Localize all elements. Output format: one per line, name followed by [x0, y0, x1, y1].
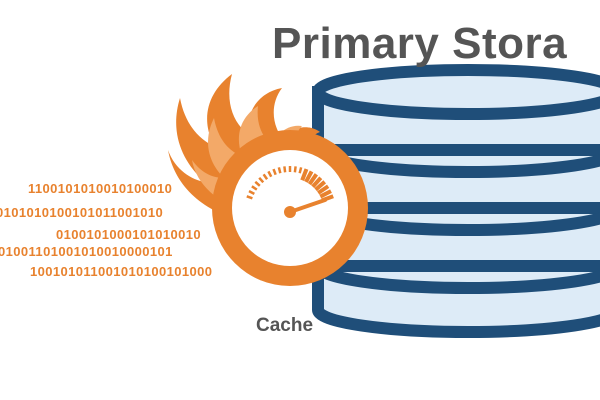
- gauge-tick: [314, 180, 327, 192]
- binary-line: 1100101010010100010: [28, 181, 173, 196]
- cache-label: Cache: [256, 315, 314, 336]
- gauge-tick: [317, 184, 330, 195]
- gauge-ticks: [246, 166, 334, 203]
- speedometer-gauge-icon: [212, 130, 368, 286]
- gauge-tick: [248, 190, 255, 195]
- gauge-tick: [254, 180, 261, 187]
- gauge-tick: [311, 176, 323, 189]
- gauge-tick: [298, 167, 303, 174]
- gauge-tick: [251, 185, 258, 191]
- gauge-tick: [258, 176, 265, 184]
- gauge-tick: [267, 170, 273, 178]
- gauge-tick: [246, 195, 253, 200]
- database-separator: [312, 264, 600, 294]
- binary-line: 0101010100101011001010: [0, 205, 164, 220]
- gauge-tick: [272, 168, 277, 176]
- gauge-tick: [304, 170, 314, 183]
- gauge-tick: [319, 189, 332, 199]
- binary-line: 0100101000101010010: [56, 227, 201, 242]
- binary-line: 100101011001010100101000: [30, 264, 213, 279]
- gauge-tick: [293, 166, 297, 173]
- gauge-tick: [262, 173, 269, 180]
- binary-line: 01001101001010010000101: [0, 244, 173, 259]
- database-top: [312, 64, 600, 120]
- primary-storage-title: Primary Stora: [272, 19, 568, 68]
- gauge-tick: [307, 173, 319, 186]
- gauge-tick: [283, 166, 287, 173]
- gauge-needle: [288, 198, 327, 214]
- gauge-tick: [300, 168, 309, 181]
- gauge-hub: [284, 206, 296, 218]
- gauge-tick: [277, 167, 282, 174]
